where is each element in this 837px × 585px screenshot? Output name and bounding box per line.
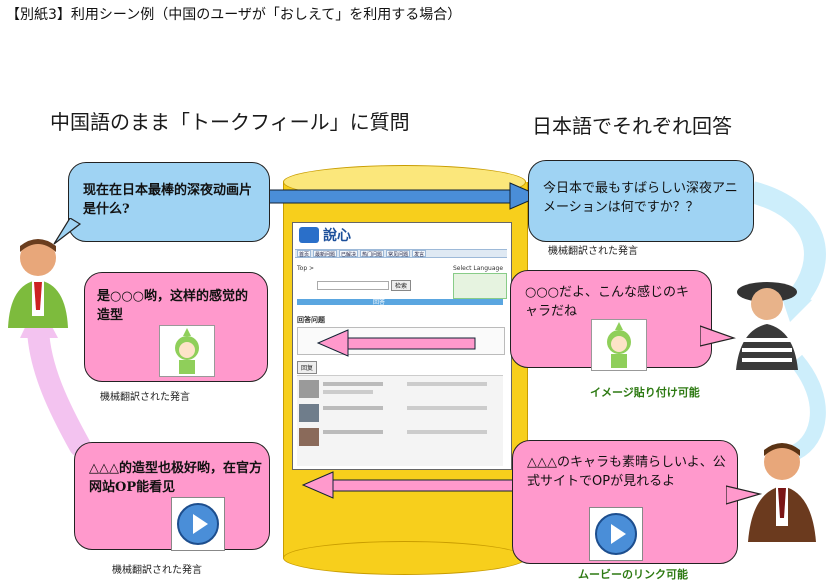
bubble-answer1-chinese-text: 是○○○哟，这样的感觉的造型 — [97, 289, 249, 323]
character-image — [591, 319, 647, 371]
bubble-question-chinese: 现在在日本最棒的深夜动画片是什么? — [68, 162, 270, 242]
bubble-question-chinese-text: 现在在日本最棒的深夜动画片是什么? — [83, 183, 253, 217]
image-paste-label: イメージ貼り付け可能 — [590, 386, 700, 399]
site-nav-bar: 首页 最新问题 已解决 热门问题 常见问题 发言 — [295, 249, 507, 258]
character-image — [159, 325, 215, 377]
site-nav-item[interactable]: 发言 — [412, 250, 427, 258]
site-nav-item[interactable]: 最新问题 — [313, 250, 338, 258]
bubble-answer1-chinese: 是○○○哟，这样的感觉的造型 — [84, 272, 268, 382]
movie-link-label: ムービーのリンク可能 — [578, 568, 688, 581]
bubble-tail — [53, 218, 82, 245]
site-answer-heading: 回答问题 — [297, 316, 325, 324]
site-thread-avatar — [299, 380, 319, 398]
bubble-question-japanese: 今日本で最もすばらしい深夜アニメーションは何ですか？？ — [528, 160, 754, 242]
site-thread-text — [323, 382, 383, 386]
site-section-label: 回答 — [373, 299, 386, 306]
site-logo-icon — [299, 227, 319, 243]
site-search-button[interactable]: 检索 — [391, 280, 412, 291]
site-logo-text: 說心 — [323, 228, 351, 244]
site-nav-item[interactable]: 首页 — [297, 250, 312, 258]
site-lang-flags[interactable] — [453, 273, 507, 299]
answer-arrow-2 — [301, 471, 537, 499]
pink-return-arrow — [27, 319, 91, 457]
play-icon — [177, 503, 219, 545]
play-icon — [595, 513, 637, 555]
mt-label-3: 機械翻訳された発言 — [112, 565, 202, 576]
movie-thumbnail[interactable] — [171, 497, 225, 551]
bubble-tail — [726, 485, 762, 505]
question-arrow — [267, 182, 542, 210]
site-thread-text — [323, 390, 373, 394]
bubble-answer2-chinese: △△△的造型也极好哟，在官方网站OP能看见 — [74, 442, 270, 551]
section-heading-left: 中国語のまま「トークフィール」に質問 — [50, 110, 410, 134]
site-breadcrumb: Top > — [297, 265, 315, 272]
site-thread-text — [407, 406, 487, 410]
site-thread-avatar — [299, 428, 319, 446]
bubble-answer2-japanese-text: △△△のキャラも素晴らしいよ、公式サイトでOPが見れるよ — [527, 455, 726, 489]
character-image-icon — [607, 322, 631, 368]
mt-label-1: 機械翻訳された発言 — [100, 392, 190, 403]
site-search-input[interactable] — [317, 281, 389, 290]
japanese-user1-avatar — [736, 282, 798, 370]
japanese-user2-avatar — [748, 443, 816, 542]
server-cylinder-bottom — [283, 541, 526, 575]
bubble-tail — [700, 325, 736, 347]
blue-arc-arrow-head — [780, 292, 812, 322]
page-title: 【別紙3】利用シーン例（中国のユーザが「おしえて」を利用する場合） — [6, 7, 462, 23]
bubble-answer1-japanese-text: ○○○だよ、こんな感じのキャラだね — [525, 285, 690, 319]
site-nav-item[interactable]: 常见问题 — [386, 250, 411, 258]
character-image-icon — [175, 328, 199, 374]
mt-label-2: 機械翻訳された発言 — [548, 246, 638, 257]
section-heading-right: 日本語でそれぞれ回答 — [532, 114, 732, 138]
site-lang-label: Select Language — [453, 265, 504, 272]
bubble-question-japanese-text: 今日本で最もすばらしい深夜アニメーションは何ですか？？ — [543, 181, 738, 215]
site-thread-text — [323, 430, 383, 434]
bubble-answer2-chinese-text: △△△的造型也极好哟，在官方网站OP能看见 — [89, 461, 262, 495]
site-thread-text — [323, 406, 383, 410]
site-thread-text — [407, 430, 487, 434]
bubble-answer2-japanese: △△△のキャラも素晴らしいよ、公式サイトでOPが見れるよ — [512, 440, 738, 564]
site-section-bar — [297, 299, 503, 305]
site-thread-text — [407, 382, 487, 386]
site-submit-button[interactable]: 回复 — [297, 361, 318, 374]
answer-arrow-1 — [316, 329, 476, 357]
site-thread-avatar — [299, 404, 319, 422]
movie-thumbnail[interactable] — [589, 507, 643, 561]
site-thread-list — [297, 375, 503, 466]
blue-arc-arrow-2 — [789, 354, 826, 460]
blue-arc-arrow — [748, 181, 826, 308]
chinese-user-avatar — [8, 239, 68, 328]
bubble-answer1-japanese: ○○○だよ、こんな感じのキャラだね — [510, 270, 712, 371]
site-nav-item[interactable]: 热门问题 — [360, 250, 385, 258]
site-nav-item[interactable]: 已解决 — [339, 250, 359, 258]
